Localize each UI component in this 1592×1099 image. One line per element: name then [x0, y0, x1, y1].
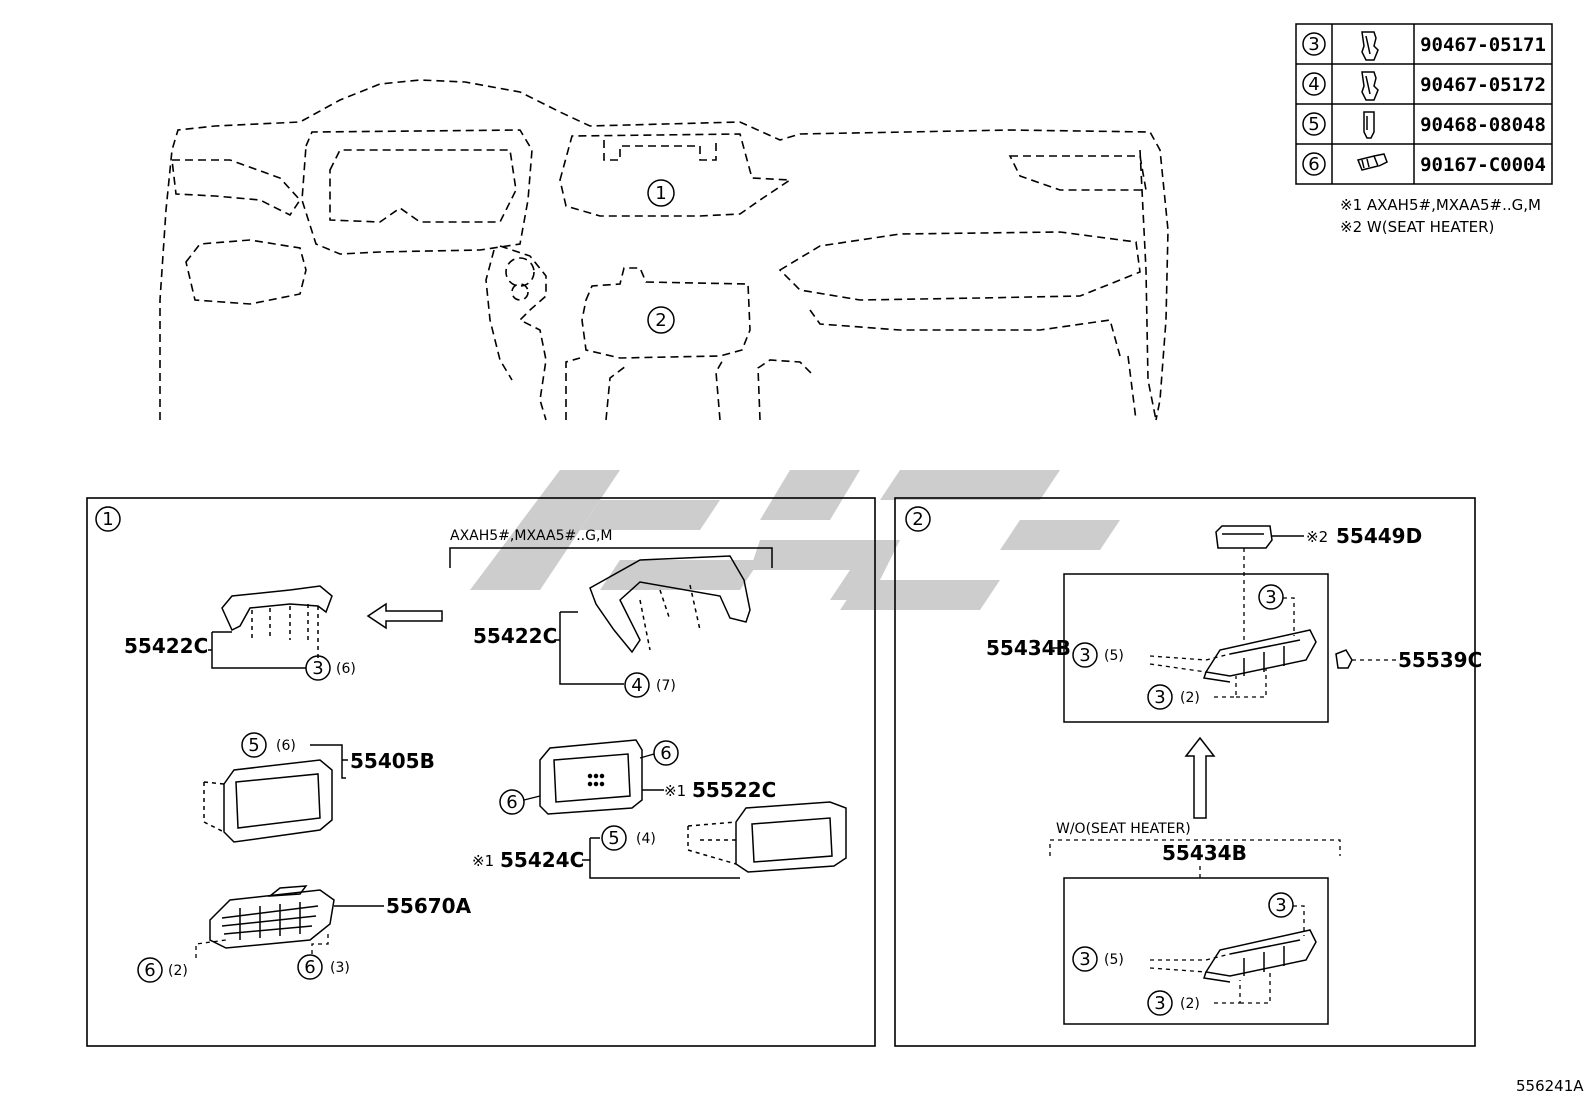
legend-part-number: 90467-05171: [1420, 34, 1546, 56]
part-55434b-upper: [1203, 629, 1317, 683]
label-55449d: 55449D: [1336, 524, 1422, 548]
label-55539c: 55539C: [1398, 648, 1482, 672]
mark-1: ※1: [664, 782, 686, 800]
mark-2: ※2: [1306, 528, 1328, 546]
legend-ref: 4: [1308, 74, 1319, 95]
note-2: ※2 W(SEAT HEATER): [1340, 218, 1494, 236]
ref-3: 3: [1154, 993, 1165, 1014]
ref-3: 3: [1265, 587, 1276, 608]
part-55422c-right: [589, 555, 751, 654]
panel-2: 2 ※2 55449D 3 3 (5) 3 (2) 55434B: [894, 497, 1482, 1047]
label-55522c: 55522C: [692, 778, 776, 802]
qty: (6): [336, 661, 356, 677]
mark-1: ※1: [472, 852, 494, 870]
panel-number: 1: [102, 509, 113, 530]
note-1: ※1 AXAH5#,MXAA5#..G,M: [1340, 196, 1541, 214]
panel-number: 2: [912, 509, 923, 530]
ref-3: 3: [1079, 949, 1090, 970]
legend-ref: 5: [1308, 114, 1319, 135]
legend-table: [1295, 23, 1553, 185]
watermark-logo: [470, 470, 1120, 610]
qty: (7): [656, 678, 676, 694]
ref-4: 4: [631, 675, 642, 696]
arrow-left-icon: [366, 602, 443, 630]
label-55422c-left: 55422C: [124, 634, 208, 658]
clip-icon: [1361, 31, 1379, 61]
clip-icon: [1363, 111, 1375, 139]
qty: (4): [636, 831, 656, 847]
part-55522c: [539, 739, 643, 815]
part-55449d: [1215, 525, 1273, 549]
legend-row: 5 90468-08048: [1302, 111, 1546, 139]
ref-5: 5: [608, 828, 619, 849]
label-55424c: 55424C: [500, 848, 584, 872]
label-55434b-bottom: 55434B: [1162, 841, 1247, 865]
part-55434b-lower: [1203, 929, 1317, 983]
qty: (2): [1180, 996, 1200, 1012]
part-55424c: [687, 801, 847, 873]
label-55405b: 55405B: [350, 749, 435, 773]
clip-icon: [1361, 71, 1379, 101]
qty: (2): [1180, 690, 1200, 706]
legend-row: 4 90467-05172: [1302, 71, 1546, 101]
part-55422c-left: [221, 585, 333, 660]
qty: (6): [276, 738, 296, 754]
variant-label: AXAH5#,MXAA5#..G,M: [450, 528, 613, 544]
legend-ref: 3: [1308, 34, 1319, 55]
figure-id: 556241A: [1516, 1077, 1584, 1095]
ref-6: 6: [660, 743, 671, 764]
ref-3: 3: [1275, 895, 1286, 916]
legend-row: 6 90167-C0004: [1302, 152, 1546, 176]
part-55405b: [203, 759, 333, 843]
ref-6: 6: [304, 957, 315, 978]
legend-ref: 6: [1308, 154, 1319, 175]
legend-part-number: 90467-05172: [1420, 74, 1546, 96]
qty: (2): [168, 963, 188, 979]
legend-part-number: 90167-C0004: [1420, 154, 1546, 176]
ref-3: 3: [1079, 645, 1090, 666]
part-55670a: [209, 885, 335, 949]
ref-3: 3: [312, 658, 323, 679]
callout-number: 1: [655, 183, 666, 204]
qty: (3): [330, 960, 350, 976]
qty: (5): [1104, 952, 1124, 968]
overview-callout-1: 1: [647, 179, 675, 207]
label-55670a: 55670A: [386, 894, 472, 918]
ref-5: 5: [248, 735, 259, 756]
panel-1: 1 AXAH5#,MXAA5#..G,M 55422C 3 (6) 55422C…: [86, 497, 876, 1047]
ref-3: 3: [1154, 687, 1165, 708]
callout-number: 2: [655, 310, 666, 331]
ref-6: 6: [506, 792, 517, 813]
ref-6: 6: [144, 960, 155, 981]
arrow-up-icon: [1184, 736, 1216, 819]
qty: (5): [1104, 648, 1124, 664]
label-55422c-right: 55422C: [473, 624, 557, 648]
legend-row: 3 90467-05171: [1302, 31, 1546, 61]
dashboard-outline: [159, 79, 1169, 421]
part-55539c: [1335, 649, 1353, 669]
screw-icon: [1356, 153, 1388, 171]
overview-callout-2: 2: [647, 306, 675, 334]
legend-part-number: 90468-08048: [1420, 114, 1546, 136]
wo-seat-heater-label: W/O(SEAT HEATER): [1056, 821, 1191, 837]
